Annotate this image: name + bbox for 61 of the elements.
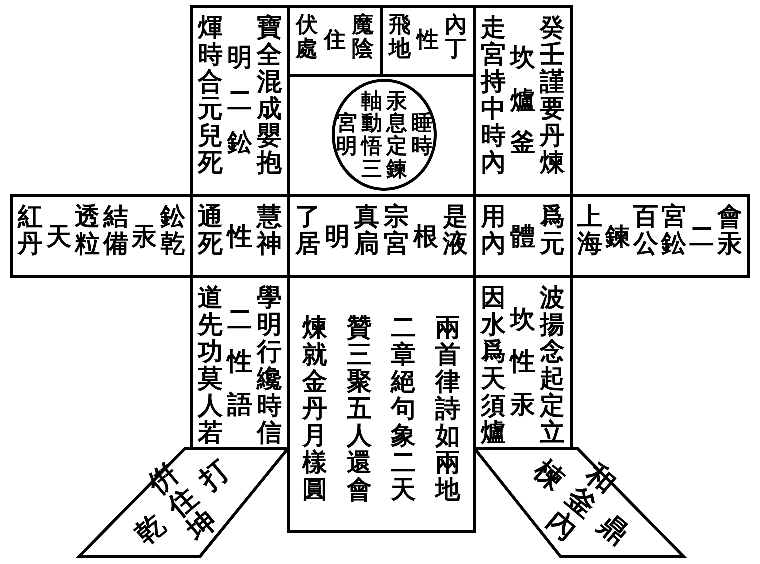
vertical-text: 魔陰 [352, 14, 374, 62]
vertical-text: 煉就金丹月樣圓 [302, 314, 328, 503]
vertical-text: 百公 [634, 203, 658, 257]
vertical-text: 軸動悟三 [362, 90, 382, 180]
vertical-text: 會汞 [718, 203, 742, 257]
vertical-text: 明 [324, 222, 350, 250]
vertical-text: 睡時 [412, 112, 432, 158]
vertical-text: 爲元 [540, 203, 565, 257]
vertical-text: 真扃 [354, 203, 380, 257]
vertical-text: 汞 [132, 222, 157, 250]
vertical-text: 學明行纔時信 [256, 284, 282, 446]
vertical-text: 二 [690, 222, 714, 250]
inscription-box [190, 275, 290, 450]
vertical-text: 打 [194, 455, 236, 497]
inscription-parallelogram [473, 447, 688, 559]
vertical-text: 癸壬謹要丹煉 [540, 14, 565, 176]
vertical-text: 明二鈆 [227, 42, 252, 160]
vertical-text: 兩首律詩如兩地 [435, 314, 460, 503]
vertical-text: 宮鈆 [662, 203, 686, 257]
vertical-text: 波揚念起定立 [540, 284, 565, 446]
vertical-text: 上海 [578, 203, 602, 257]
vertical-text: 宗宮 [384, 203, 409, 257]
vertical-text: 住 [324, 29, 346, 53]
inscription-box [473, 5, 573, 197]
vertical-text: 慧神 [256, 203, 282, 257]
inscription-box [10, 194, 193, 278]
inscription-box [570, 194, 750, 278]
vertical-text: 紅丹 [18, 203, 43, 257]
inscription-box [473, 275, 573, 450]
vertical-text: 坎性汞 [510, 304, 536, 421]
vertical-text: 宮明 [336, 112, 358, 158]
vertical-text: 寶全混成嬰抱 [256, 14, 282, 176]
vertical-text: 乾 [130, 509, 171, 551]
vertical-text: 鍊 [606, 222, 630, 250]
vertical-text: 性 [417, 29, 439, 53]
vertical-text: 因水爲天須爐 [481, 284, 506, 446]
vertical-text: 汞息定鍊 [386, 90, 408, 180]
vertical-text: 用內 [481, 203, 506, 257]
vertical-text: 透粒 [74, 203, 100, 257]
vertical-text: 了居 [295, 203, 320, 257]
vertical-text: 天 [46, 222, 72, 250]
vertical-text: 是液 [442, 203, 468, 257]
vertical-text: 根 [413, 222, 438, 250]
vertical-text: 體 [510, 222, 536, 250]
vertical-text: 內丁 [445, 14, 467, 62]
vertical-text: 飛地 [389, 14, 411, 62]
vertical-text: 二性語 [227, 304, 252, 421]
inscription-box [190, 5, 290, 197]
vertical-text: 坎爐釜 [510, 42, 536, 160]
vertical-text: 性 [227, 222, 252, 250]
vertical-text: 通死 [198, 203, 224, 257]
vertical-text: 鈆乾 [160, 203, 186, 257]
inscription-parallelogram [75, 447, 290, 559]
vertical-text: 煇時合元兒死 [198, 14, 224, 176]
vertical-text: 伏處 [296, 14, 318, 62]
vertical-text: 走宮持中時內 [481, 14, 506, 176]
vertical-text: 贊三聚五人還會 [346, 314, 372, 503]
vertical-text: 道先功莫人若 [198, 284, 224, 446]
vertical-text: 鼎 [592, 509, 634, 551]
vertical-text: 結備 [103, 203, 128, 257]
vertical-text: 二章絕句象二天 [391, 314, 416, 503]
